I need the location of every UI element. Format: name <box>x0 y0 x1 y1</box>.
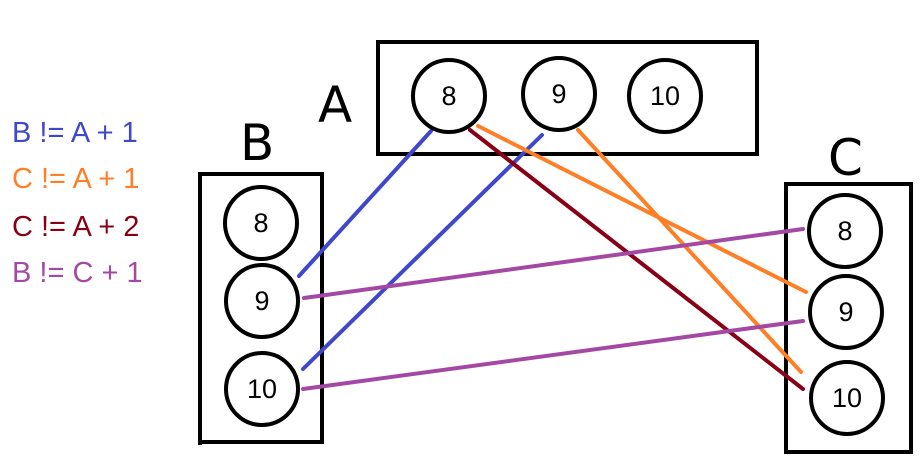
edge-a9-c10 <box>576 128 803 374</box>
edge-b9-c8 <box>302 227 805 300</box>
node-b-8: 8 <box>223 185 299 261</box>
node-c-9: 9 <box>808 274 884 350</box>
legend-item-4: B != C + 1 <box>12 257 143 289</box>
edge-a8-c9 <box>476 124 808 294</box>
edge-a8-c10 <box>468 128 805 391</box>
node-b-10: 10 <box>224 351 300 427</box>
domain-b-nodes: 8 9 10 <box>223 185 300 427</box>
legend-item-3: C != A + 2 <box>12 211 139 243</box>
node-b-8-label: 8 <box>253 208 268 238</box>
domain-box-a <box>376 40 759 156</box>
group-label-a: A <box>318 76 352 134</box>
constraint-legend: B != A + 1 C != A + 1 C != A + 2 B != C … <box>12 117 143 289</box>
legend-item-2: C != A + 1 <box>12 163 139 195</box>
node-a-10: 10 <box>627 58 703 134</box>
edge-b9-a8 <box>297 129 433 278</box>
node-c-9-label: 9 <box>838 297 853 327</box>
node-c-10-label: 10 <box>832 383 862 413</box>
node-a-8-label: 8 <box>441 81 456 111</box>
domain-a-nodes: 8 9 10 <box>411 56 703 134</box>
domain-box-b <box>198 172 324 445</box>
edge-b10-a9 <box>301 133 544 371</box>
node-a-10-label: 10 <box>650 81 680 111</box>
constraint-edges <box>297 124 808 391</box>
node-b-9-label: 9 <box>254 286 269 316</box>
group-label-b: B <box>240 114 274 172</box>
group-label-c: C <box>828 129 863 187</box>
node-b-10-label: 10 <box>247 374 277 404</box>
node-c-8: 8 <box>807 193 883 269</box>
node-b-9: 9 <box>224 263 300 339</box>
node-a-8: 8 <box>411 58 487 134</box>
node-c-8-label: 8 <box>837 216 852 246</box>
edge-b10-c9 <box>301 319 805 391</box>
node-c-10: 10 <box>809 360 885 436</box>
legend-item-1: B != A + 1 <box>12 117 138 149</box>
domain-box-c <box>784 182 913 454</box>
node-a-9-label: 9 <box>551 79 566 109</box>
node-a-9: 9 <box>521 56 597 132</box>
domain-c-nodes: 8 9 10 <box>807 193 885 436</box>
